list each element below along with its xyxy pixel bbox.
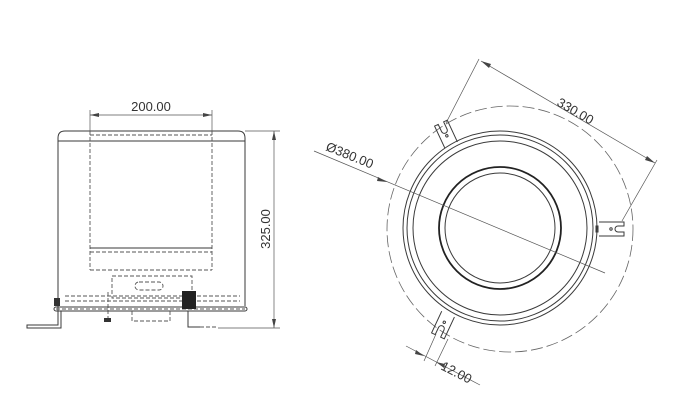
dimension-bracket-width: 12.00: [405, 333, 481, 386]
dimension-width: 200.00: [89, 99, 213, 131]
left-foot: [26, 311, 62, 329]
ring: [412, 140, 588, 316]
dimension-width-label: 200.00: [131, 99, 171, 114]
front-view: 200.00 325.00: [26, 99, 280, 329]
top-view: Ø380.00 330.00 12.00: [313, 58, 658, 386]
inner-thick-ring: [438, 166, 562, 290]
latch-block: [182, 291, 196, 309]
bracket-top: [433, 119, 458, 149]
hidden-mechanism: [111, 275, 193, 299]
dimension-bracket-width-label: 12.00: [439, 358, 475, 386]
hidden-slot: [134, 281, 164, 291]
dimension-height: 325.00: [218, 130, 280, 329]
ring: [406, 134, 594, 322]
dimension-bracket-span-label: 330.00: [555, 95, 597, 128]
base-plate: [53, 306, 248, 312]
hidden-tray: [131, 311, 171, 322]
dimension-diameter-label: Ø380.00: [324, 139, 376, 172]
bracket-bottom: [430, 310, 455, 340]
bracket-right: [595, 221, 625, 237]
left-clamp: [54, 298, 60, 306]
bolt-head: [104, 318, 111, 322]
outer-ring: [402, 130, 598, 326]
outer-diameter-circle: [386, 105, 634, 353]
inner-ring: [444, 172, 556, 284]
latch-bracket: [187, 311, 200, 328]
dimension-height-label: 325.00: [258, 209, 273, 249]
dimension-diameter: Ø380.00: [313, 139, 606, 274]
body-outline: [57, 130, 246, 312]
